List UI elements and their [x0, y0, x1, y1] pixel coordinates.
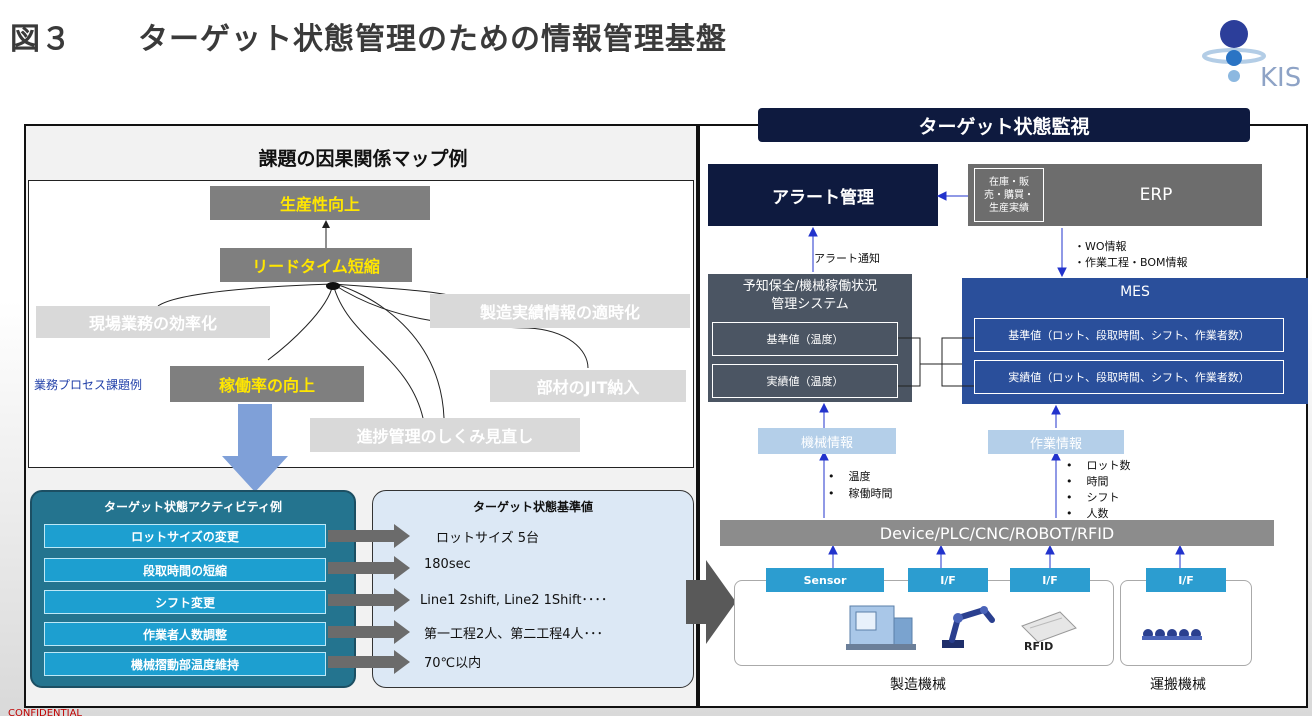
activity-item: シフト変更 [44, 590, 326, 614]
pm-standard-value: 基準値（温度） [712, 322, 898, 356]
company-logo: KIS [1196, 10, 1312, 93]
right-connectors [808, 191, 1185, 568]
work-info-item: • シフト [1066, 491, 1120, 504]
figure-number: 図３ [10, 22, 72, 57]
interface-box: I/F [1010, 568, 1090, 592]
mes-title: MES [1120, 284, 1150, 300]
work-info-item: • ロット数 [1066, 459, 1131, 472]
node-jit: 部材のJIT納入 [490, 370, 686, 402]
activity-item: ロットサイズの変更 [44, 524, 326, 548]
page-title: 図３ ターゲット状態管理のための情報管理基盤 [10, 14, 727, 58]
target-value: 第一工程2人、第二工程4人･･･ [424, 627, 604, 642]
work-info-item-text: 時間 [1086, 475, 1109, 488]
down-arrow-icon [222, 404, 288, 492]
cause-map-title: 課題の因果関係マップ例 [258, 148, 468, 170]
activity-item: 機械摺動部温度維持 [44, 652, 326, 676]
activity-item: 段取時間の短縮 [44, 558, 326, 582]
erp-module-line: 在庫・販 [989, 176, 1029, 188]
alert-management-box: アラート管理 [708, 164, 938, 226]
machine-info-item-text: 温度 [848, 470, 871, 483]
manufacturing-machine-label: 製造機械 [890, 677, 946, 693]
erp-box [968, 164, 1262, 226]
rfid-tag-icon: RFID [1021, 611, 1077, 652]
machine-info-item-text: 稼働時間 [848, 487, 893, 500]
pm-title: 予知保全/機械稼働状況 管理システム [708, 278, 912, 313]
bom-info-line: ・作業工程・BOM情報 [1074, 256, 1188, 269]
sensor-box: Sensor [766, 568, 884, 592]
target-value: 180sec [424, 557, 471, 572]
monitor-title: ターゲット状態監視 [758, 108, 1250, 142]
activity-item: 作業者人数調整 [44, 622, 326, 646]
interface-box: I/F [1146, 568, 1226, 592]
transport-machine-label: 運搬機械 [1150, 677, 1206, 693]
process-issues-label: 業務プロセス課題例 [34, 378, 143, 392]
node-progress: 進捗管理のしくみ見直し [310, 418, 580, 452]
wo-info-line: ・WO情報 [1074, 240, 1127, 253]
activities-title: ターゲット状態アクティビティ例 [104, 500, 282, 514]
erp-label: ERP [1139, 185, 1173, 205]
machine-info-item: • 稼働時間 [828, 487, 893, 500]
work-info-item: • 人数 [1066, 507, 1109, 520]
machine-info-item: • 温度 [828, 470, 871, 483]
node-productivity: 生産性向上 [210, 186, 430, 220]
machine-info-box: 機械情報 [758, 428, 896, 454]
erp-module-line: 売・購買・ [984, 189, 1034, 201]
node-field-efficiency: 現場業務の効率化 [36, 306, 270, 338]
work-info-item: • 時間 [1066, 475, 1109, 488]
work-info-item-text: シフト [1086, 491, 1120, 504]
cause-map-lines [157, 220, 589, 419]
confidential-mark: CONFIDENTIAL [8, 708, 83, 716]
target-values-title: ターゲット状態基準値 [472, 500, 593, 514]
machine-info-list: • 温度 • 稼働時間 [828, 468, 892, 502]
node-mfg-info: 製造実績情報の適時化 [430, 294, 690, 328]
pm-title-line: 予知保全/機械稼働状況 [742, 279, 878, 294]
logo-text: KIS [1260, 63, 1301, 92]
robot-arm-icon [942, 606, 995, 648]
work-info-item-text: ロット数 [1086, 459, 1131, 472]
node-leadtime: リードタイム短縮 [220, 248, 412, 282]
erp-modules: 在庫・販 売・購買・ 生産実績 [974, 168, 1044, 222]
work-info-box: 作業情報 [988, 430, 1124, 454]
interface-box: I/F [908, 568, 988, 592]
work-info-item-text: 人数 [1086, 507, 1109, 520]
target-value: Line1 2shift, Line2 1Shift････ [420, 593, 608, 608]
right-arrow-icon [686, 560, 736, 644]
target-value: 70℃以内 [424, 656, 482, 671]
mes-actual-value: 実績値（ロット、段取時間、シフト、作業者数） [974, 360, 1284, 394]
target-values-panel [372, 490, 694, 688]
work-info-list: • ロット数 • 時間 • シフト • 人数 [1066, 458, 1130, 522]
erp-module-line: 生産実績 [989, 202, 1029, 214]
transport-machine-frame [1120, 580, 1252, 666]
node-utilization: 稼働率の向上 [170, 366, 364, 402]
pm-actual-value: 実績値（温度） [712, 364, 898, 398]
pm-title-line: 管理システム [771, 296, 849, 312]
device-bar: Device/PLC/CNC/ROBOT/RFID [720, 520, 1274, 546]
cnc-machine-icon [846, 605, 916, 650]
alert-notice-label: アラート通知 [814, 252, 880, 265]
mes-standard-value: 基準値（ロット、段取時間、シフト、作業者数） [974, 318, 1284, 352]
target-value: ロットサイズ 5台 [436, 531, 540, 546]
title-text: ターゲット状態管理のための情報管理基盤 [138, 22, 727, 57]
rfid-label: RFID [1024, 640, 1053, 652]
conveyor-icon [1142, 629, 1202, 640]
activity-arrows [328, 524, 410, 674]
